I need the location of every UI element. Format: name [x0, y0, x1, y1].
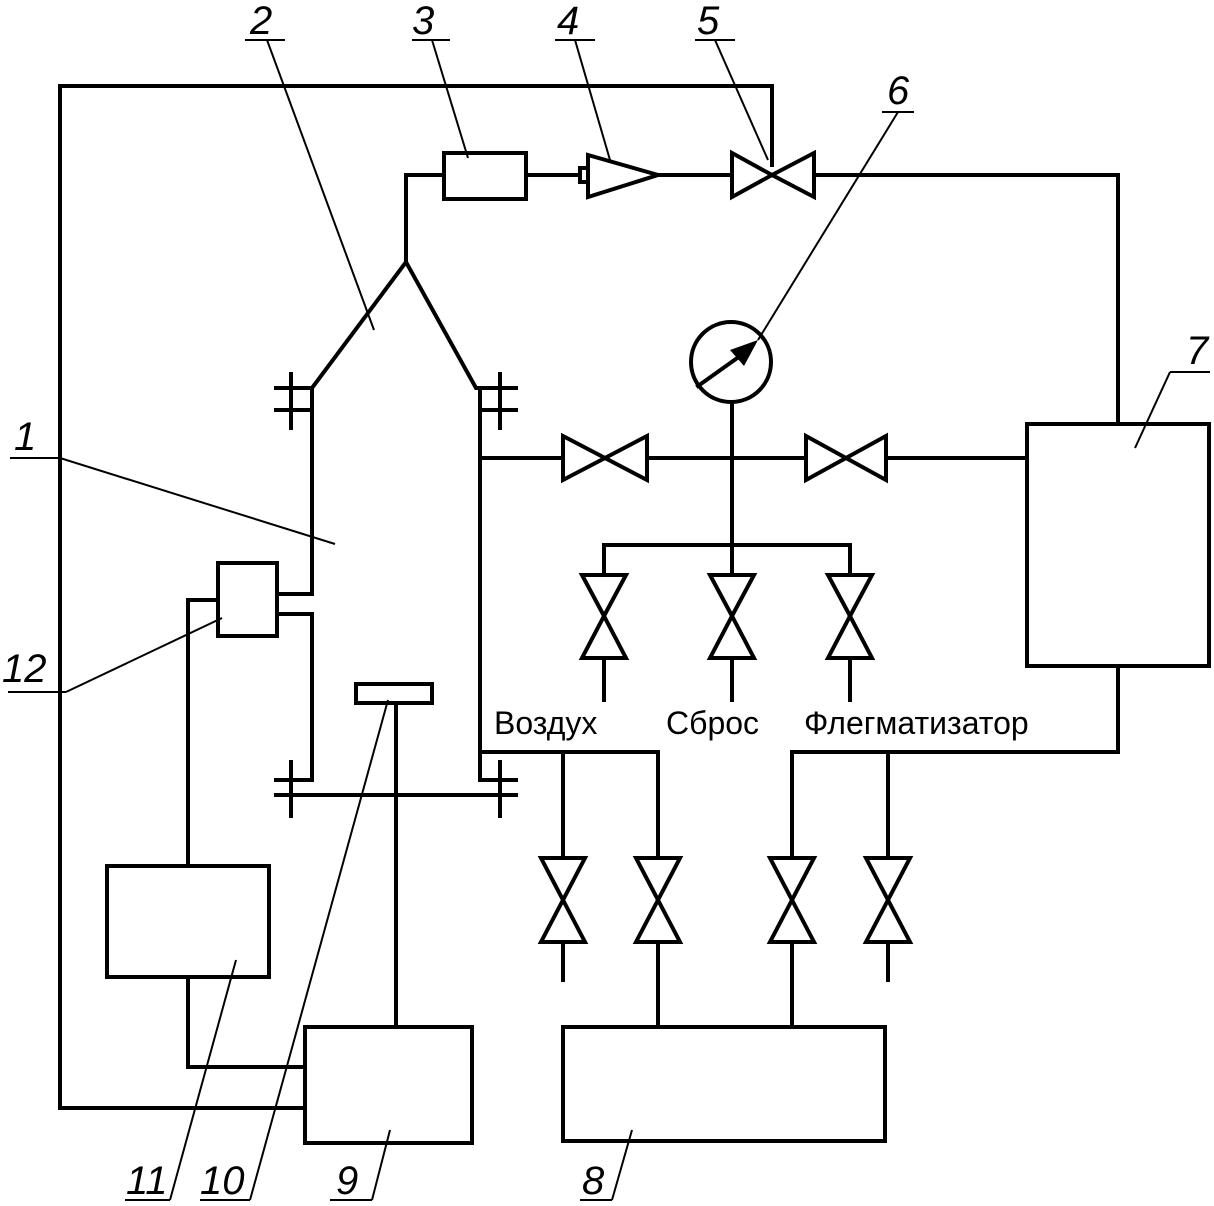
- sensor-12: [216, 561, 279, 638]
- flow-sensor-4: [578, 152, 665, 200]
- callout-3: 3: [412, 0, 434, 43]
- valve-discharge: [706, 573, 758, 660]
- callout-5: 5: [697, 0, 720, 43]
- recorder-11: [105, 864, 271, 979]
- callout-7: 7: [1186, 329, 1210, 373]
- label-phlegmatizer: Флегматизатор: [804, 705, 1029, 741]
- callout-2: 2: [249, 0, 272, 43]
- igniter-10: [354, 682, 434, 705]
- vessel-7: [1025, 422, 1211, 668]
- valve-right-horizontal: [804, 432, 888, 484]
- callout-4: 4: [557, 0, 579, 43]
- valve-phlegmatizer: [824, 573, 876, 660]
- pressure-gauge-6: [689, 320, 773, 404]
- label-air: Воздух: [494, 705, 597, 741]
- connection-lines: [58, 84, 1120, 1110]
- valve-lower-2: [632, 856, 684, 944]
- callout-6: 6: [887, 69, 910, 113]
- leader-lines: [8, 39, 1210, 1201]
- valve-lower-1: [537, 856, 589, 944]
- valve-5: [730, 149, 816, 201]
- filter-3: [442, 151, 528, 201]
- label-discharge: Сброс: [666, 705, 759, 741]
- valve-lower-3: [766, 856, 818, 944]
- valve-air: [578, 573, 630, 660]
- control-unit-9: [303, 1025, 474, 1145]
- callout-8: 8: [582, 1159, 605, 1203]
- callout-10: 10: [200, 1159, 245, 1203]
- callout-12: 12: [2, 647, 47, 691]
- receiver-8: [561, 1025, 887, 1143]
- flange-marks: [274, 372, 518, 818]
- callout-9: 9: [336, 1159, 358, 1203]
- valve-left-horizontal: [561, 432, 649, 484]
- callout-11: 11: [126, 1159, 168, 1203]
- valve-lower-4: [862, 856, 914, 944]
- nozzle-cone: [309, 258, 482, 391]
- callout-1: 1: [14, 415, 36, 459]
